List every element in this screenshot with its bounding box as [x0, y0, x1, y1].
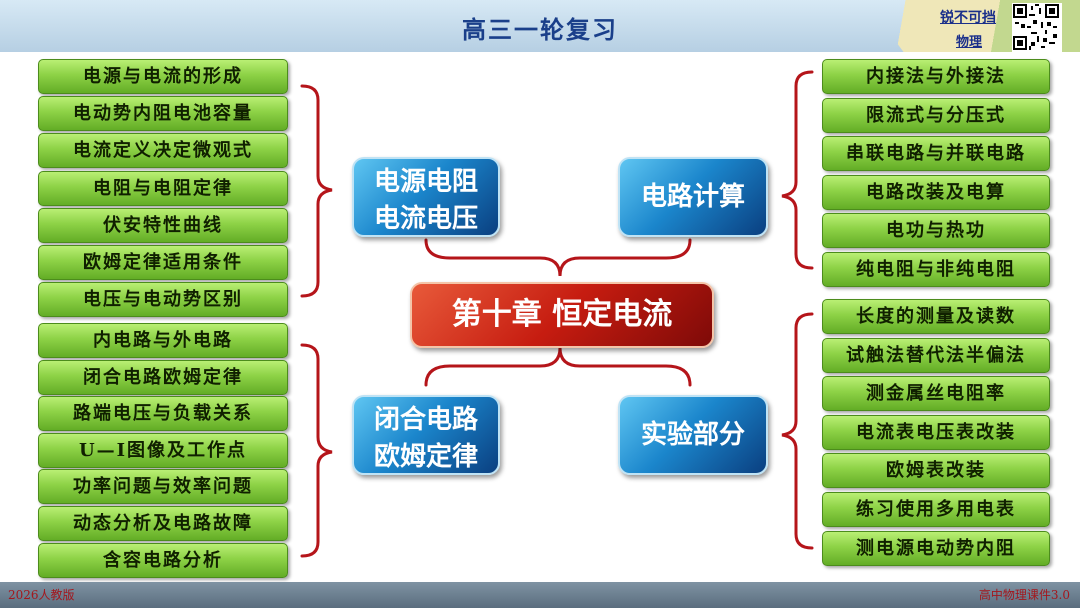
topic-item: 限流式与分压式	[822, 98, 1050, 133]
footer-bar: 2026人教版 高中物理课件3.0	[0, 582, 1080, 608]
topic-item: 路端电压与负载关系	[38, 396, 288, 431]
topic-item: 电流定义决定微观式	[38, 133, 288, 168]
node-closed-circuit: 闭合电路 欧姆定律	[352, 395, 500, 475]
page-title: 高三一轮复习	[462, 16, 618, 44]
center-topic: 第十章 恒定电流	[410, 282, 714, 348]
brand-subject: 物理	[955, 35, 982, 50]
link-top	[424, 238, 692, 277]
topic-item: 内接法与外接法	[822, 59, 1050, 94]
topic-item: 电流表电压表改装	[822, 415, 1050, 450]
link-bottom	[424, 347, 692, 387]
topic-item: 纯电阻与非纯电阻	[822, 252, 1050, 287]
topic-item: 伏安特性曲线	[38, 208, 288, 243]
topic-item: 练习使用多用电表	[822, 492, 1050, 527]
topic-item: U—I图像及工作点	[38, 433, 288, 468]
brand-name: 锐不可挡	[940, 10, 996, 26]
bracket-left-top	[300, 84, 333, 298]
topic-item: 动态分析及电路故障	[38, 506, 288, 541]
topic-item: 功率问题与效率问题	[38, 469, 288, 504]
topic-item: 电源与电流的形成	[38, 59, 288, 94]
topic-item: 测电源电动势内阻	[822, 531, 1050, 566]
node-label: 电路计算	[640, 182, 745, 212]
topic-item: 欧姆定律适用条件	[38, 245, 288, 280]
bracket-right-top	[781, 70, 814, 270]
node-power-resistance: 电源电阻 电流电压	[352, 157, 500, 237]
node-circuit-calc: 电路计算	[618, 157, 768, 237]
topic-item: 电动势内阻电池容量	[38, 96, 288, 131]
topic-item: 电阻与电阻定律	[38, 171, 288, 206]
topic-item: 欧姆表改装	[822, 453, 1050, 488]
node-label-line1: 电源电阻	[373, 167, 478, 197]
topic-item: 电压与电动势区别	[38, 282, 288, 317]
node-label-line2: 欧姆定律	[373, 442, 478, 472]
topic-item: 电功与热功	[822, 213, 1050, 248]
topic-item: 测金属丝电阻率	[822, 376, 1050, 411]
center-label: 第十章 恒定电流	[451, 297, 673, 332]
node-label-line2: 电流电压	[373, 204, 478, 234]
topic-item: 含容电路分析	[38, 543, 288, 578]
edition-label: 2026人教版	[8, 588, 75, 602]
courseware-label: 高中物理课件3.0	[978, 588, 1070, 602]
bracket-left-bottom	[300, 343, 333, 558]
qr-code-icon	[1012, 3, 1062, 53]
topic-item: 长度的测量及读数	[822, 299, 1050, 334]
topic-item: 串联电路与并联电路	[822, 136, 1050, 171]
topic-item: 闭合电路欧姆定律	[38, 360, 288, 395]
bracket-right-bottom	[781, 312, 814, 550]
topic-item: 试触法替代法半偏法	[822, 338, 1050, 373]
topic-item: 内电路与外电路	[38, 323, 288, 358]
topic-item: 电路改装及电算	[822, 175, 1050, 210]
node-experiments: 实验部分	[618, 395, 768, 475]
node-label: 实验部分	[640, 420, 745, 450]
node-label-line1: 闭合电路	[373, 405, 478, 435]
